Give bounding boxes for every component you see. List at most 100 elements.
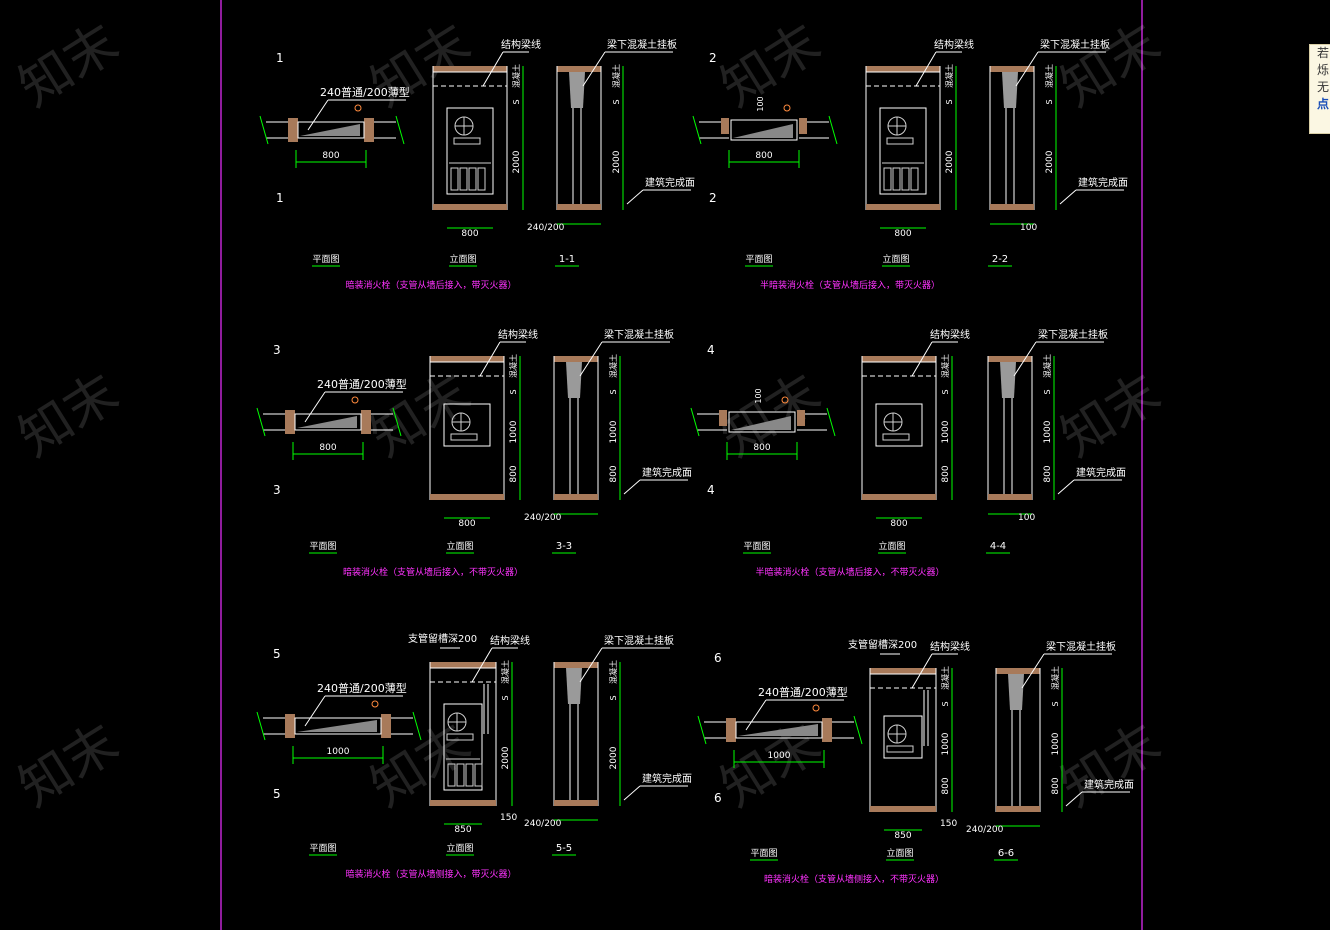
plan-cabinet-hatch xyxy=(297,416,357,428)
finish-floor-label: 建筑完成面 xyxy=(645,176,695,189)
plan-wall-type-label: 240普通/200薄型 xyxy=(317,377,407,391)
finish-floor-label: 建筑完成面 xyxy=(642,466,692,479)
plan-break-mark xyxy=(826,407,836,437)
section-hanging-panel xyxy=(1008,674,1024,710)
section-hanging-panel xyxy=(566,362,582,398)
elev-leader xyxy=(911,341,933,377)
elev-slab xyxy=(866,66,940,72)
detail-group-1: 800240普通/200薄型11结构梁线混凝土S2000800梁下混凝土挂板混凝… xyxy=(259,38,695,291)
side-text-3: 无 xyxy=(1317,80,1330,94)
elev-dim-s: S xyxy=(501,695,510,700)
plan-width-label: 800 xyxy=(753,443,770,453)
section-thickness-label: 240/200 xyxy=(527,223,565,233)
hydrant-valve-icon xyxy=(886,137,914,145)
section-mark-bottom: 5 xyxy=(273,787,281,801)
plan-wall-pier xyxy=(285,410,295,434)
elev-cabinet xyxy=(875,403,923,447)
section-floor xyxy=(554,800,598,806)
elev-dim-1000: 1000 xyxy=(941,420,951,443)
plan-title: 平面图 xyxy=(743,541,770,552)
side-link[interactable]: 点 xyxy=(1317,97,1330,111)
plan-title: 平面图 xyxy=(309,541,336,552)
elevation-title: 立面图 xyxy=(449,253,476,265)
section-mark-bottom: 2 xyxy=(709,191,717,205)
plan-width-label: 800 xyxy=(755,151,772,161)
plan-cabinet-outline xyxy=(294,717,382,735)
elev-slab xyxy=(433,66,507,72)
section-dim-2000: 2000 xyxy=(612,150,622,173)
detail-group-2: 80010022结构梁线混凝土S2000800梁下混凝土挂板混凝土S2000建筑… xyxy=(692,38,1128,291)
section-dim-mix: 混凝土 xyxy=(1042,354,1052,378)
struct-beam-label: 结构梁线 xyxy=(930,640,970,653)
plan-leader xyxy=(307,99,329,131)
section-mark-bottom: 3 xyxy=(273,483,281,497)
elev-dim-800: 800 xyxy=(509,465,519,482)
section-mark-bottom: 6 xyxy=(714,791,722,805)
plan-offset-label: 100 xyxy=(754,388,763,403)
detail-group-5: 1000240普通/200薄型55结构梁线混凝土S2000850150梁下混凝土… xyxy=(256,632,692,880)
section-title: 5-5 xyxy=(556,843,572,854)
struct-beam-label: 结构梁线 xyxy=(501,38,541,51)
extinguisher-icon xyxy=(468,167,477,191)
section-offset-label: 100 xyxy=(1018,513,1035,523)
plan-break-mark xyxy=(412,711,422,741)
hanging-panel-label: 梁下混凝土挂板 xyxy=(604,634,674,647)
side-ad-panel[interactable]: 若 烁 无 点 xyxy=(1309,44,1330,134)
elev-dim-s: S xyxy=(509,389,518,394)
elev-dim-s: S xyxy=(941,701,950,706)
detail-caption: 暗装消火栓（支管从墙后接入，不带灭火器） xyxy=(343,566,523,578)
struct-beam-label: 结构梁线 xyxy=(498,328,538,341)
branch-groove-label: 支管留槽深200 xyxy=(848,638,917,651)
section-mark-bottom: 4 xyxy=(707,483,715,497)
watermark-text: 知末 xyxy=(361,13,481,119)
plan-pipe-circle xyxy=(351,396,359,404)
section-leader xyxy=(582,51,606,87)
elev-width-label: 800 xyxy=(890,519,907,529)
section-dim-800: 800 xyxy=(1043,465,1053,482)
plan-break-mark xyxy=(828,115,838,145)
elevation-title: 立面图 xyxy=(882,253,909,265)
elev-floor xyxy=(870,806,936,812)
elev-width-label: 800 xyxy=(461,229,478,239)
section-mark-top: 1 xyxy=(276,51,284,65)
hanging-panel-label: 梁下混凝土挂板 xyxy=(1046,640,1116,653)
section-dim-mix: 混凝土 xyxy=(608,660,618,684)
section-title: 6-6 xyxy=(998,848,1014,859)
section-hanging-panel xyxy=(1000,362,1016,398)
plan-leader xyxy=(745,699,767,731)
finish-floor-leader xyxy=(1057,479,1075,495)
plan-leader xyxy=(304,695,326,727)
elev-dim-800: 800 xyxy=(941,465,951,482)
plan-title: 平面图 xyxy=(309,843,336,854)
elev-dim-2000: 2000 xyxy=(945,150,955,173)
section-floor xyxy=(988,494,1032,500)
elev-leader xyxy=(479,341,501,377)
detail-caption: 半暗装消火栓（支管从墙后接入，带灭火器） xyxy=(760,279,940,291)
section-slab xyxy=(557,66,601,72)
side-text-2: 烁 xyxy=(1317,63,1330,77)
plan-wall-type-label: 240普通/200薄型 xyxy=(758,685,848,699)
elev-floor xyxy=(430,800,496,806)
elev-dim-s: S xyxy=(512,99,521,104)
extinguisher-icon xyxy=(477,167,486,191)
elevation-title: 立面图 xyxy=(446,540,473,552)
plan-cabinet-outline xyxy=(730,119,798,141)
elev-cabinet xyxy=(883,715,923,759)
plan-wall-pier xyxy=(719,410,727,426)
struct-beam-label: 结构梁线 xyxy=(934,38,974,51)
section-leader xyxy=(1015,51,1039,87)
section-slab xyxy=(996,668,1040,674)
section-slab xyxy=(554,662,598,668)
section-thickness-label: 240/200 xyxy=(524,819,562,829)
plan-cabinet-hatch xyxy=(300,124,360,136)
plan-break-mark xyxy=(259,115,269,145)
finish-floor-label: 建筑完成面 xyxy=(642,772,692,785)
hanging-panel-label: 梁下混凝土挂板 xyxy=(607,38,677,51)
plan-wall-pier xyxy=(721,118,729,134)
plan-cabinet-hatch xyxy=(731,416,791,430)
elev-dim-mix: 混凝土 xyxy=(940,666,950,690)
section-dim-800: 800 xyxy=(609,465,619,482)
finish-floor-leader xyxy=(1065,791,1083,807)
elev-dim-mix: 混凝土 xyxy=(940,354,950,378)
watermark-text: 知末 xyxy=(1051,363,1171,469)
